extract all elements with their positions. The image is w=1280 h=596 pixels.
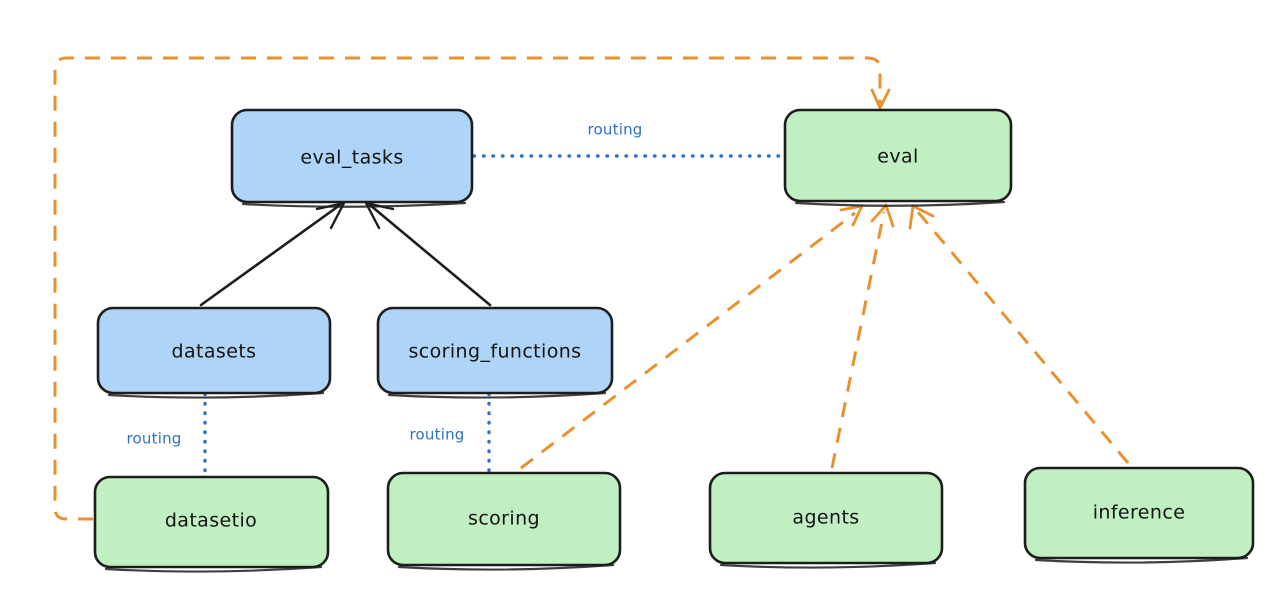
edge-path-scoring_functions-eval_tasks (368, 203, 492, 307)
arrowhead-scoring-eval (839, 204, 864, 227)
node-datasetio-label: datasetio (165, 510, 257, 532)
node-scoring_functions-shadow (387, 391, 607, 399)
edge-path-datasetio-eval (53, 56, 882, 521)
routing-edges (203, 154, 785, 478)
node-eval_tasks[interactable]: eval_tasks (230, 108, 474, 208)
nodes-layer: eval_tasks eval datasets scoring_functio… (93, 108, 1255, 573)
node-inference-box (1023, 466, 1255, 560)
node-datasetio-shadow (104, 565, 323, 573)
node-inference-label: inference (1093, 502, 1186, 524)
node-agents-box (708, 471, 944, 565)
node-eval-label: eval (877, 146, 918, 168)
node-datasetio-box (93, 475, 330, 569)
edge-path-scoring-eval (520, 211, 856, 470)
node-scoring_functions[interactable]: scoring_functions (376, 306, 614, 399)
edge-datasets-to-eval_tasks[interactable] (199, 201, 346, 307)
node-scoring[interactable]: scoring (386, 471, 622, 571)
node-scoring-box (386, 471, 622, 567)
edge-label-routing-eval: routing (588, 121, 643, 139)
node-eval_tasks-box (230, 108, 474, 204)
node-eval-shadow (794, 200, 1006, 207)
edge-datasetio-to-eval[interactable] (53, 56, 891, 521)
node-scoring-shadow (397, 563, 615, 571)
node-eval-box (783, 108, 1013, 203)
edge-scoring_functions-to-eval_tasks[interactable] (364, 201, 492, 307)
node-eval[interactable]: eval (783, 108, 1013, 207)
node-agents[interactable]: agents (708, 471, 944, 569)
node-datasets-box (96, 306, 332, 395)
edge-path-inference-eval (916, 211, 1130, 464)
edge-label-routing-scoring: routing (410, 426, 465, 444)
edge-path-datasets-eval_tasks (199, 203, 342, 307)
node-agents-label: agents (792, 507, 859, 529)
node-inference[interactable]: inference (1023, 466, 1255, 564)
node-eval_tasks-shadow (241, 201, 467, 208)
edge-label-routing-datasetio: routing (127, 430, 182, 448)
node-scoring_functions-label: scoring_functions (409, 341, 582, 363)
node-datasets-label: datasets (172, 341, 257, 363)
edge-agents-to-eval[interactable] (830, 203, 895, 469)
node-scoring-label: scoring (468, 508, 540, 530)
dependency-edges (53, 56, 1130, 521)
hierarchy-edges (199, 201, 492, 307)
edge-inference-to-eval[interactable] (908, 204, 1130, 464)
node-eval_tasks-label: eval_tasks (300, 147, 403, 169)
edge-path-agents-eval (830, 211, 886, 469)
node-datasetio[interactable]: datasetio (93, 475, 330, 573)
node-agents-shadow (719, 561, 937, 569)
node-datasets[interactable]: datasets (96, 306, 332, 399)
arrowhead-agents-eval (870, 203, 895, 228)
node-inference-shadow (1034, 556, 1249, 564)
node-scoring_functions-box (376, 306, 614, 395)
node-datasets-shadow (107, 391, 325, 399)
arrowhead-datasetio-eval (870, 88, 891, 110)
edge-labels-layer: routing routing routing (127, 121, 643, 448)
